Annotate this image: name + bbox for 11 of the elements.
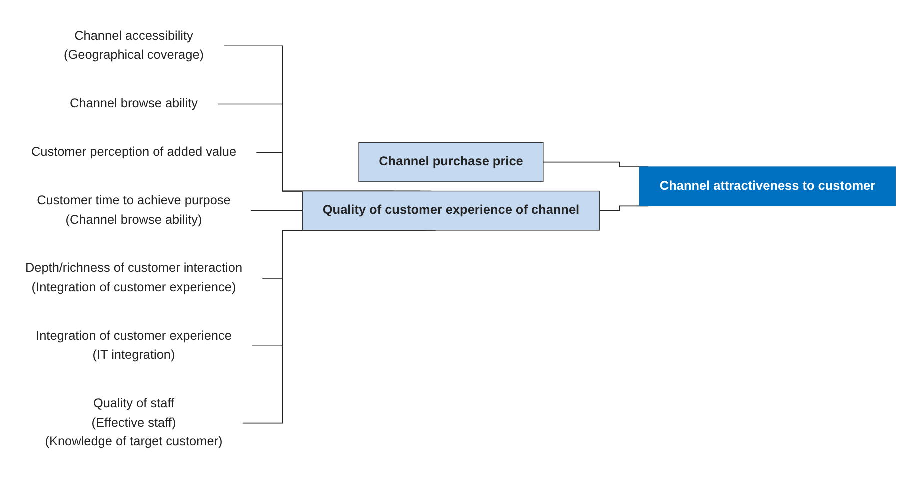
node-text: Integration of customer experience (IT integration): [36, 329, 232, 362]
node-text: Channel accessibility (Geographical coverage): [64, 29, 204, 62]
node-text: Channel browse ability: [70, 96, 198, 111]
node-text: Quality of staff (Effective staff) (Knowledge of target customer): [45, 396, 223, 449]
node-text: Depth/richness of customer interaction (Integration of customer experience): [25, 261, 243, 295]
node-text: Customer perception of added value: [31, 145, 237, 160]
node-box: Quality of customer experience of channel: [302, 190, 600, 231]
node-text: Customer time to achieve purpose (Channel browse ability): [37, 194, 231, 227]
node-box: Channel attractiveness to customer: [639, 166, 896, 207]
connector: [250, 210, 304, 212]
node-box: Channel purchase price: [358, 142, 544, 182]
